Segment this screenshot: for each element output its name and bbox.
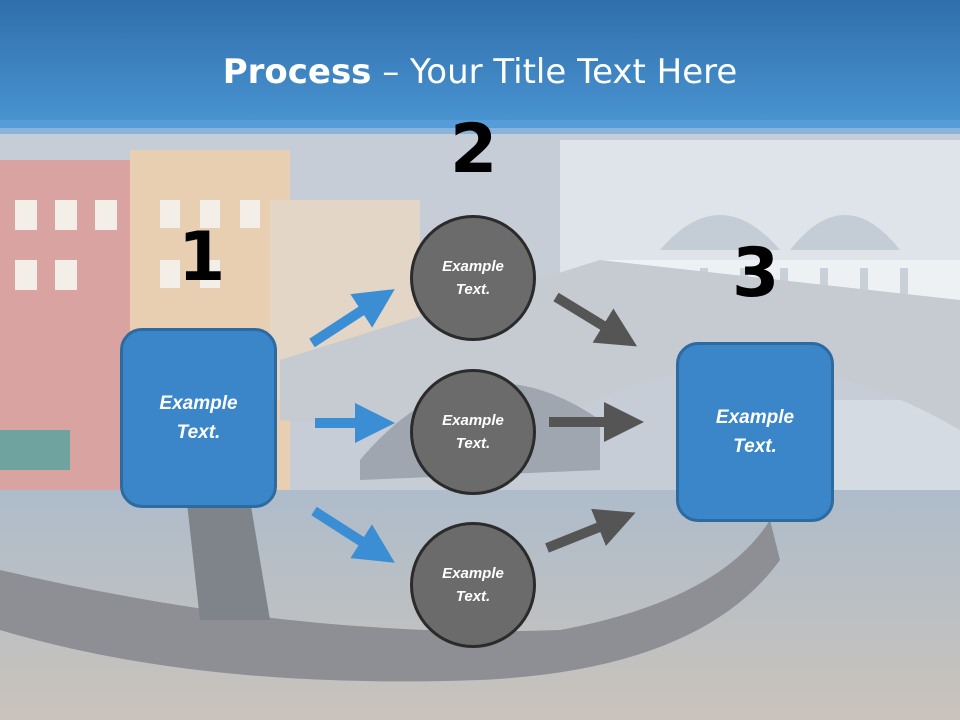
circle-top-line1: Example: [442, 258, 504, 275]
circle-bot-line2: Text.: [455, 588, 491, 605]
circle-top-line2: Text.: [455, 281, 491, 298]
title-rest: – Your Title Text Here: [371, 52, 738, 92]
circle-mid-line2: Text.: [455, 435, 491, 452]
title-bold: Process: [222, 52, 372, 92]
step-number-1: 1: [178, 218, 226, 297]
right-box-line2: Text.: [733, 436, 777, 457]
circle-bot-line1: Example: [442, 565, 504, 582]
step-number-3: 3: [732, 234, 780, 313]
circle-mid-line1: Example: [442, 412, 504, 429]
slide-title: Process – Your Title Text Here: [0, 52, 960, 92]
right-box-line1: Example: [715, 407, 795, 428]
step-number-2: 2: [450, 110, 498, 189]
left-box-line1: Example: [159, 393, 238, 414]
left-box-line2: Text.: [176, 422, 221, 443]
